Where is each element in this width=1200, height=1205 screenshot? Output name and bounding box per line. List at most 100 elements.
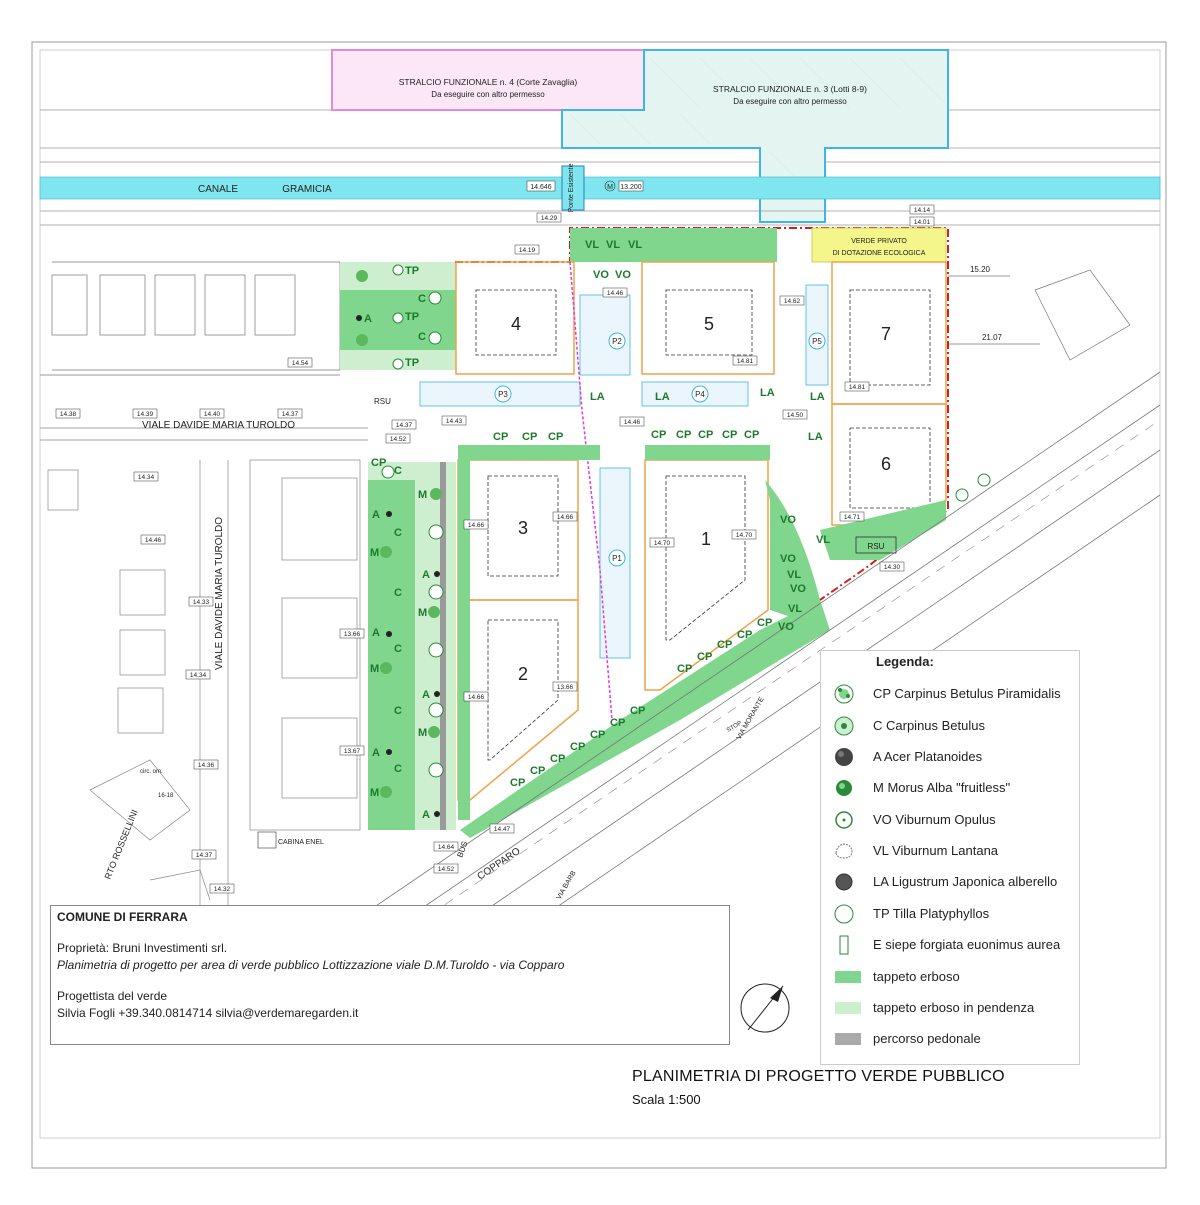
legend-label: A Acer Platanoides	[873, 749, 983, 764]
plant-code: LA	[808, 431, 823, 443]
parking-label: P2	[612, 337, 622, 346]
plant-code: C	[394, 465, 402, 477]
elevation-value: 14.46	[607, 290, 624, 297]
civ-label: 16-18	[158, 793, 174, 799]
plant-code: CP	[610, 717, 625, 729]
lawn-north	[570, 228, 777, 262]
tree-ring-icon	[834, 904, 854, 924]
lot-number: 5	[704, 314, 714, 334]
legend-label: E siepe forgiata euonimus aurea	[873, 937, 1061, 952]
plant-code: CP	[630, 705, 645, 717]
tree-cluster-icon	[834, 684, 854, 704]
red-boundary-line	[455, 227, 949, 601]
elevation-value: 14.81	[849, 384, 866, 391]
elevation-value: 14.81	[737, 358, 754, 365]
canal-elev-left: 14.646	[530, 184, 552, 191]
municipality-title: COMUNE DI FERRARA	[57, 910, 188, 924]
canale-gramicia	[39, 176, 1161, 200]
legend-item: C Carpinus Betulus	[821, 711, 1079, 741]
tree-symbols	[356, 264, 991, 817]
plant-code: A	[372, 747, 380, 759]
elevation-value: 14.46	[624, 419, 641, 426]
legend-item: E siepe forgiata euonimus aurea	[821, 930, 1079, 960]
plant-code: VO	[593, 269, 609, 281]
lot-number: 1	[701, 529, 711, 549]
plant-code: LA	[655, 391, 670, 403]
elevation-value: 14.64	[438, 844, 455, 851]
elevation-value: 14.39	[137, 411, 154, 418]
elevation-value: 13.66	[344, 631, 361, 638]
outer-frame	[31, 41, 1167, 1169]
rsu-label-2: RSU	[868, 542, 885, 551]
lawn-corner	[820, 500, 946, 560]
footpath-west	[440, 462, 446, 830]
plant-code: CP	[677, 663, 692, 675]
stralcio-3-zone	[561, 49, 949, 223]
plant-code: A	[364, 313, 372, 325]
plant-code: A	[422, 689, 430, 701]
legend-label: VO Viburnum Opulus	[873, 812, 996, 827]
legend-label: LA Ligustrum Japonica alberello	[873, 874, 1058, 889]
elevation-value: 14.32	[214, 886, 231, 893]
plant-code: M	[418, 727, 427, 739]
stralcio-3-hatch	[569, 57, 946, 198]
plant-code: VO	[780, 553, 796, 565]
rsu-box	[855, 536, 897, 554]
canal-name-2: GRAMICIA	[282, 184, 332, 195]
rsu-label: RSU	[374, 397, 391, 406]
plant-code: M	[370, 663, 379, 675]
elevation-value: 14.33	[193, 599, 210, 606]
plant-code: CP	[717, 639, 732, 651]
plant-code: CP	[570, 741, 585, 753]
west-streets	[40, 427, 368, 905]
plant-code: CP	[493, 431, 508, 443]
shrub-outline-icon	[835, 843, 853, 859]
elevation-tags: 14.29 14.19 14.14 14.01 14.46 14.62 14.5…	[55, 204, 935, 894]
elevation-value: 14.14	[914, 207, 931, 214]
street-viale-turoldo: VIALE DAVIDE MARIA TUROLDO	[142, 420, 295, 431]
legend-panel: Legenda: CP Carpinus Betulus Piramidalis…	[820, 650, 1080, 1065]
stralcio-3-subtitle: Da eseguire con altro permesso	[733, 97, 847, 106]
elevation-value: 14.40	[204, 411, 221, 418]
street-rossellini: RTO ROSSELLINI	[103, 808, 140, 881]
plant-code: C	[394, 763, 402, 775]
plant-code: M	[418, 489, 427, 501]
legend-item: M Morus Alba "fruitless"	[821, 773, 1079, 803]
sloped-lawn-swatch	[835, 1002, 861, 1014]
plant-labels: VL VL VL VO VO TP TP TP C C A CP CP CP C…	[364, 239, 830, 821]
via-copparo-road	[369, 371, 1161, 981]
plant-code: CP	[371, 457, 386, 469]
owner-line: Proprietà: Bruni Investimenti srl.	[57, 941, 228, 955]
shrub-circle-icon	[835, 811, 853, 829]
elev-box	[526, 180, 556, 192]
plant-code: C	[394, 643, 402, 655]
plant-code: C	[418, 331, 426, 343]
plant-code: C	[394, 587, 402, 599]
elevation-value: 14.50	[787, 412, 804, 419]
elevation-value: 14.62	[784, 298, 801, 305]
plant-code: CP	[530, 765, 545, 777]
elevation-value: 14.34	[138, 474, 155, 481]
bridge	[561, 165, 585, 211]
legend-item: tappeto erboso in pendenza	[821, 993, 1079, 1023]
title-block: PLANIMETRIA DI PROGETTO VERDE PUBBLICO S…	[632, 1068, 1005, 1107]
lawn-strip	[458, 445, 600, 460]
bridge-label: Ponte Esistente	[568, 163, 575, 212]
elevation-value: 13.67	[344, 748, 361, 755]
plant-code: CP	[744, 429, 759, 441]
legend-item: percorso pedonale	[821, 1024, 1079, 1054]
plant-code: C	[394, 527, 402, 539]
plan-scale: Scala 1:500	[632, 1092, 701, 1107]
elevation-value: 14.43	[446, 418, 463, 425]
elevation-value: 14.38	[60, 411, 77, 418]
legend-item: tappeto erboso	[821, 962, 1079, 992]
existing-building-east	[1034, 269, 1131, 361]
lawn-west	[368, 480, 415, 830]
path-swatch	[835, 1033, 861, 1045]
parking-labels: P2 P3 P4 P5 P1	[494, 332, 826, 567]
elevation-value: 14.71	[844, 514, 861, 521]
lawn-curve	[765, 480, 820, 620]
street-morante: VIA MORANTE	[736, 696, 766, 741]
